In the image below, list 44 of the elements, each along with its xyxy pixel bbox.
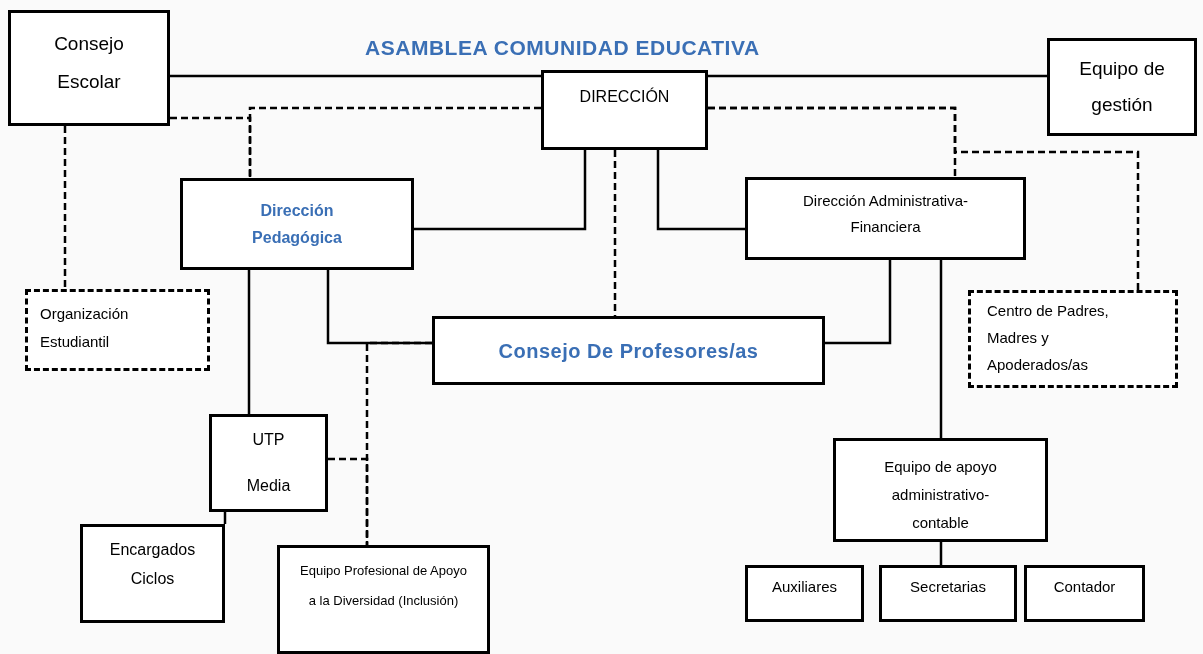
connector-line: [170, 74, 541, 78]
box-label: Equipo de gestión: [1078, 57, 1166, 117]
org-box: [745, 565, 864, 622]
box-label: Secretarias: [910, 577, 986, 597]
dashed-connector: [328, 457, 369, 545]
org-box: [745, 177, 1026, 260]
connector-line: [825, 260, 892, 345]
org-box: [1024, 565, 1145, 622]
org-box: [209, 414, 328, 512]
box-label: UTP Media: [245, 430, 292, 496]
org-box: [80, 524, 225, 623]
box-label: Dirección Pedagógica: [251, 201, 343, 248]
box-label: Equipo Profesional de Apoyo a la Diversidad (Inclusión): [299, 562, 468, 610]
org-box: [833, 438, 1048, 542]
connector-line: [414, 150, 587, 231]
org-box: [432, 316, 825, 385]
box-label: Consejo De Profesores/as: [498, 338, 759, 364]
box-label: Contador: [1053, 577, 1116, 597]
box-label: Auxiliares: [772, 577, 837, 597]
dashed-connector: [63, 126, 67, 289]
connector-line: [247, 270, 251, 414]
org-box: [8, 10, 170, 126]
connector-line: [939, 542, 943, 565]
connector-line: [656, 150, 745, 231]
box-label: Consejo Escolar: [53, 32, 125, 94]
dashed-connector: [248, 106, 541, 178]
dashed-connector: [170, 116, 252, 178]
box-label: DIRECCIÓN: [579, 86, 670, 107]
org-box: [879, 565, 1017, 622]
box-label: Encargados Ciclos: [108, 540, 197, 589]
box-label: Dirección Administrativa-Financiera: [801, 191, 970, 237]
box-label: Organización Estudiantil: [40, 304, 130, 352]
connector-line: [708, 74, 1047, 78]
box-label: Centro de Padres, Madres y Apoderados/as: [987, 301, 1110, 375]
dashed-box: [968, 290, 1178, 388]
org-box: [180, 178, 414, 270]
box-label: Equipo de apoyo administrativo-contable: [883, 457, 998, 533]
org-box: [277, 545, 490, 654]
dashed-box: [25, 289, 210, 371]
org-box: [1047, 38, 1197, 136]
dashed-connector: [708, 106, 1140, 290]
org-box: [541, 70, 708, 150]
diagram-title: ASAMBLEA COMUNIDAD EDUCATIVA: [365, 35, 760, 61]
connector-line: [939, 260, 943, 438]
